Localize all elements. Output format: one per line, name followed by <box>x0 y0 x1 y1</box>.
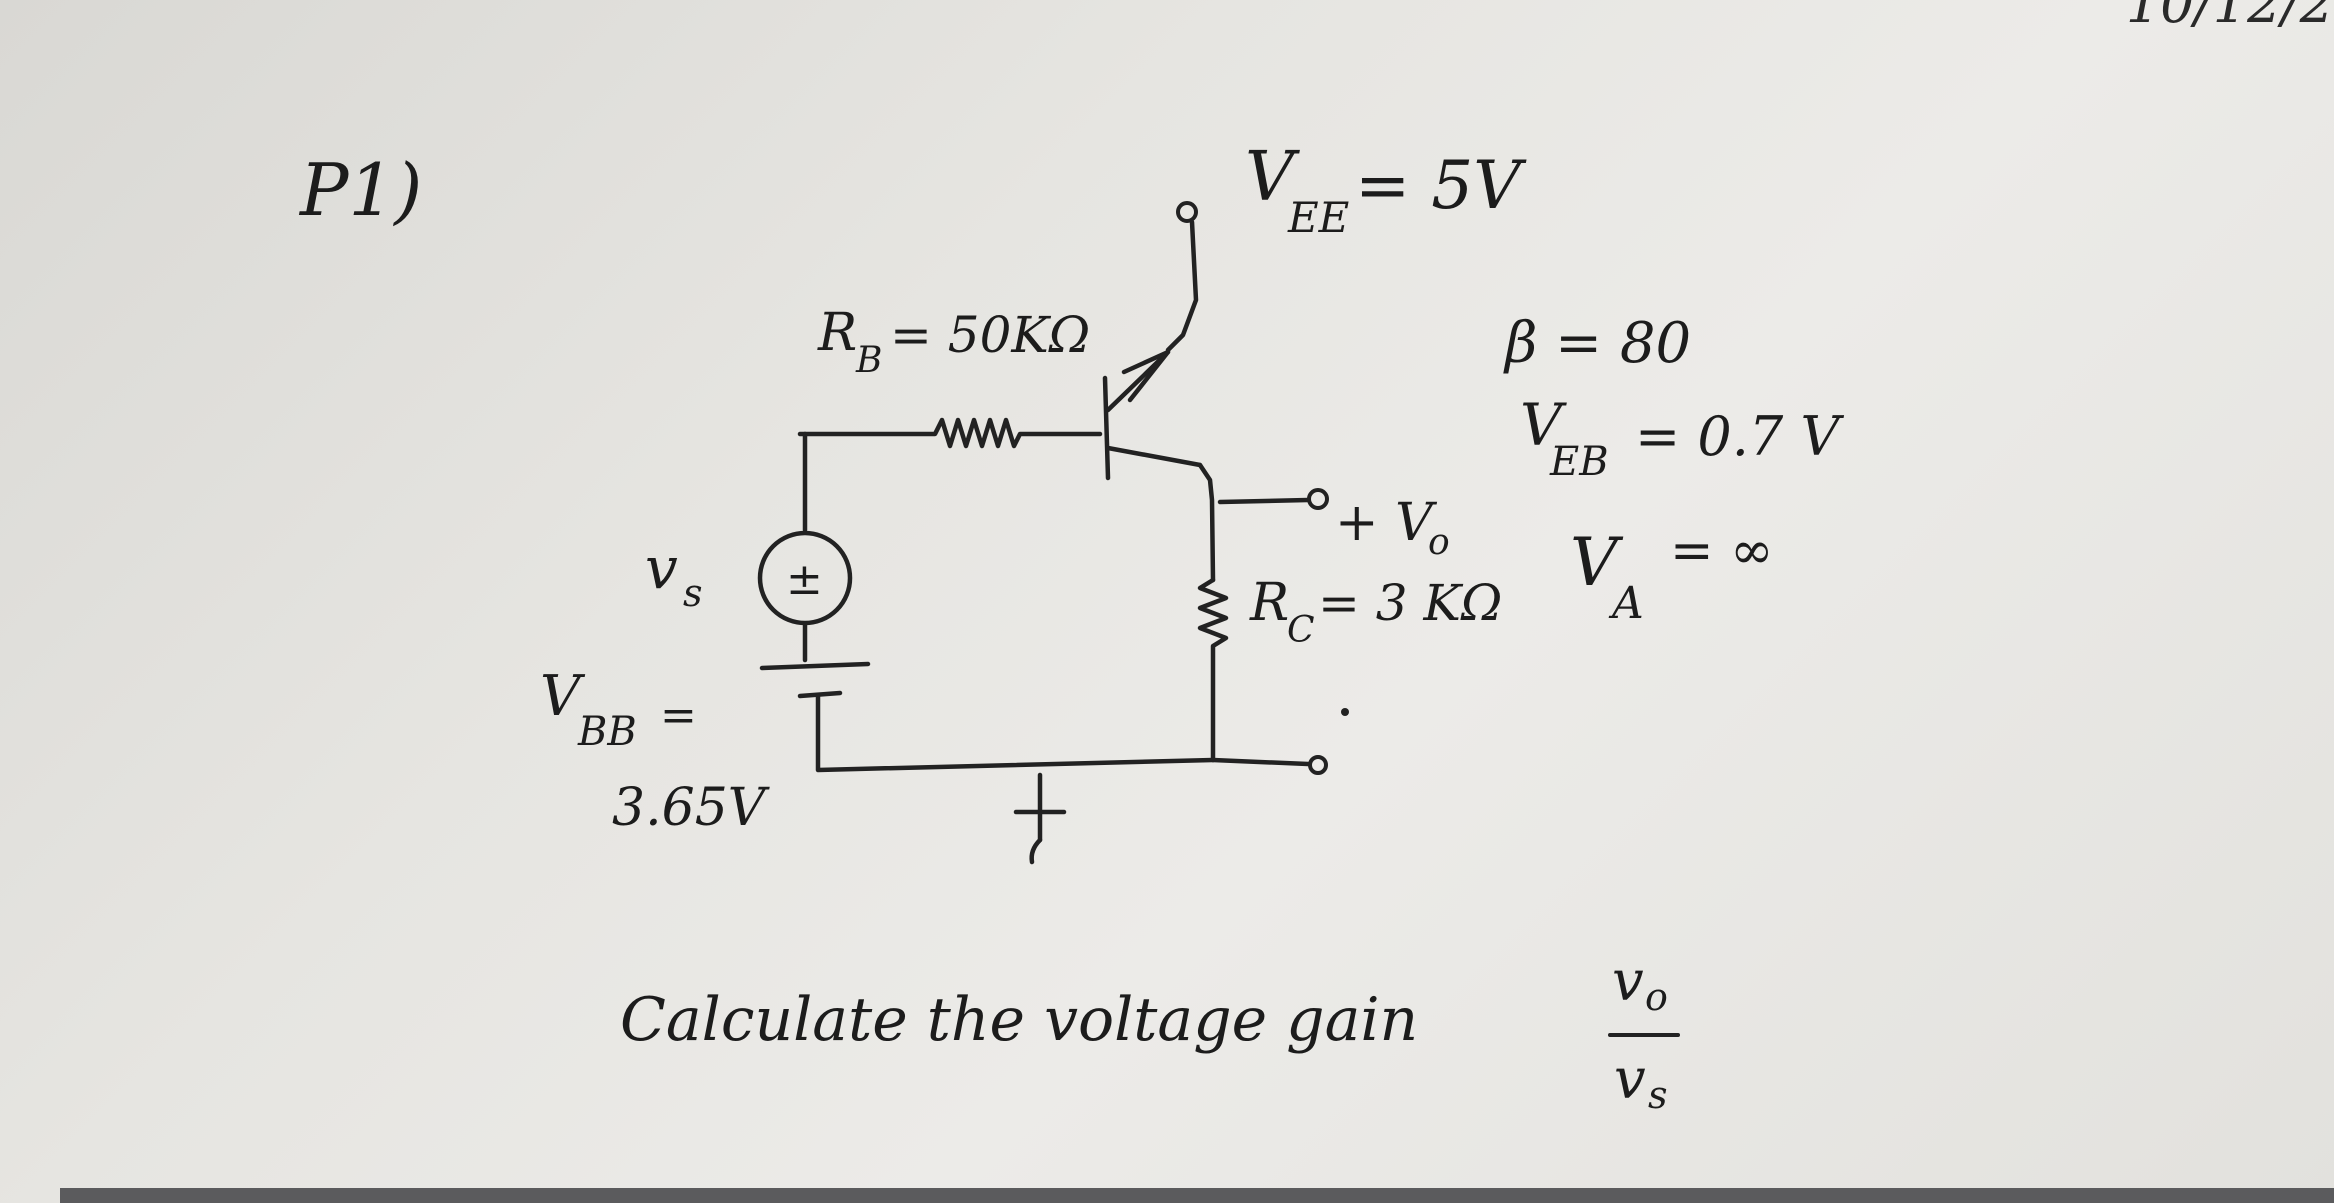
battery-ground-wire <box>815 693 1216 773</box>
svg-text:B: B <box>855 340 882 381</box>
svg-text:= ∞: = ∞ <box>1670 521 1773 581</box>
pnp-transistor <box>1102 349 1203 481</box>
rc-label: R C = 3 KΩ <box>1249 573 1502 651</box>
svg-text:R: R <box>1249 573 1289 633</box>
svg-text:V: V <box>1570 524 1624 601</box>
vbb-label: V BB = 3.65V <box>540 664 770 838</box>
beta-label: β = 80 <box>1503 311 1691 376</box>
svg-text:V: V <box>1520 391 1567 459</box>
svg-text:o: o <box>1428 522 1450 563</box>
svg-text:s: s <box>1648 1073 1668 1117</box>
vo-label: + V o <box>1335 493 1450 563</box>
svg-text:= 0.7 V: = 0.7 V <box>1635 405 1844 468</box>
veb-label: V EB = 0.7 V <box>1520 391 1844 485</box>
svg-text:V: V <box>1245 138 1300 217</box>
emitter-wire <box>1165 219 1199 353</box>
problem-label: P1) <box>298 148 422 232</box>
svg-text:EB: EB <box>1549 439 1609 485</box>
screen-bottom-edge <box>60 1188 2334 1203</box>
svg-text:V: V <box>540 664 586 729</box>
svg-text:A: A <box>1608 578 1644 629</box>
collector-wire <box>1197 462 1216 583</box>
vee-label: V EE = 5V <box>1245 138 1527 242</box>
svg-text:C: C <box>1287 610 1315 651</box>
ground-symbol <box>1013 772 1067 865</box>
vo-terminal-wire <box>1217 497 1311 505</box>
vbb-battery <box>759 661 871 699</box>
vo-terminal <box>1307 488 1329 510</box>
rc-resistor <box>1197 577 1229 763</box>
rb-label: R B = 50KΩ <box>817 303 1090 381</box>
svg-text:3.65V: 3.65V <box>612 778 770 838</box>
vo-bottom-wire <box>1210 757 1311 767</box>
vee-terminal <box>1176 201 1198 223</box>
svg-text:= 50KΩ: = 50KΩ <box>890 306 1090 364</box>
svg-text:+ V: + V <box>1335 493 1437 553</box>
rb-resistor <box>797 417 1103 449</box>
va-label: V A = ∞ <box>1570 521 1773 629</box>
vo-bottom-terminal <box>1308 755 1328 775</box>
svg-text:v: v <box>1612 949 1644 1014</box>
svg-text:= 3 KΩ: = 3 KΩ <box>1318 574 1502 632</box>
svg-text:v: v <box>1614 1047 1646 1112</box>
svg-text:BB: BB <box>577 709 637 755</box>
vs-source-sign: ± <box>786 554 823 605</box>
svg-text:R: R <box>817 303 857 363</box>
svg-text:s: s <box>683 571 703 615</box>
question-text: Calculate the voltage gain <box>620 985 1418 1055</box>
svg-text:= 5V: = 5V <box>1355 147 1527 224</box>
svg-text:=: = <box>660 690 697 741</box>
svg-text:o: o <box>1645 975 1668 1019</box>
vs-label: v s <box>645 534 703 615</box>
gain-fraction: v o v s <box>1608 949 1680 1117</box>
dot-mark <box>1341 708 1349 716</box>
corner-date-text: 10/12/2 <box>2125 0 2334 35</box>
svg-text:EE: EE <box>1287 193 1349 242</box>
svg-text:v: v <box>645 534 678 602</box>
